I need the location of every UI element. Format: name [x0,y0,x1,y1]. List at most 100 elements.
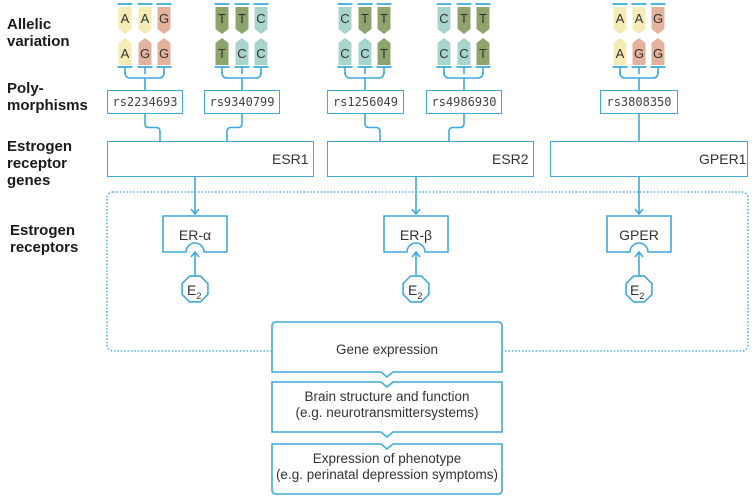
nucleotide-letter: T [380,46,388,61]
nucleotide-letter: A [615,46,625,61]
nucleotide-letter: A [120,11,130,26]
polymorphism-rs9340799: rs9340799 [204,90,280,114]
nucleotide-tile-C [338,7,352,34]
label-line: Estrogen [10,222,76,239]
rs1256049-to-esr2 [364,114,381,141]
e2-ligand-2-arrow-head [411,250,421,258]
nucleotide-letter: C [256,46,266,61]
row-label-allelic-variation: Allelic variation [7,16,70,50]
nucleotide-letter: G [652,11,664,26]
nucleotide-letter: T [380,11,388,26]
gper1-to-gper-arrow-head [634,208,644,216]
nucleotide-tile-T [377,7,391,34]
nucleotide-tile-A [118,38,132,65]
nucleotide-letter: C [459,46,469,61]
nucleotide-tile-T [476,7,490,34]
nucleotide-tile-G [138,38,152,65]
ligand-base: E [187,282,197,298]
receptor-box-er-alpha [162,215,228,253]
nucleotide-tile-T [215,38,229,65]
label-line: Poly- [7,80,44,97]
nucleotide-tile-A [118,7,132,34]
label-line: receptors [10,239,79,256]
esr1-to-er-alpha-arrow-head [190,208,200,216]
polymorphism-rs4986930: rs4986930 [426,90,502,114]
row-label-estrogen-receptors: Estrogen receptors [10,222,78,256]
gene-label-gper1: GPER1 [699,151,747,167]
nucleotide-tile-C [254,7,268,34]
flow-line: (e.g. perinatal depression symptoms) [275,467,499,482]
label-line: genes [7,172,51,189]
row-label-estrogen-receptor-genes: Estrogen receptor genes [7,138,72,189]
flow-gene-expression: Gene expression [335,342,439,357]
e2-ligand-1-octagon [181,275,209,303]
row-label-polymorphisms: Poly- morphisms [7,80,88,114]
nucleotide-tile-G [651,38,665,65]
ligand-sub: 2 [417,290,423,301]
label-line: Estrogen [7,138,73,155]
nucleotide-tile-A [613,7,627,34]
nucleotide-letter: G [158,46,170,61]
polymorphism-rs3808350: rs3808350 [600,90,678,114]
gene-box-esr1: ESR1 [107,141,314,177]
flow-line: Expression of phenotype [312,451,462,466]
nucleotide-letter: T [361,11,369,26]
flow-line: Brain structure and function [304,389,470,404]
rs4986930-to-esr2 [448,114,465,141]
nucleotide-tile-A [632,7,646,34]
nucleotide-letter: A [140,11,150,26]
receptor-box-gper [606,215,672,253]
polymorphism-rs2234693: rs2234693 [107,90,183,114]
e2-ligand-3-octagon [625,275,653,303]
nucleotide-letter: T [479,46,487,61]
label-line: receptor [7,155,68,172]
nucleotide-tile-T [457,7,471,34]
nucleotide-tile-C [437,7,451,34]
gene-box-esr2: ESR2 [327,141,534,177]
ligand-base: E [630,282,640,298]
nucleotide-letter: C [340,46,350,61]
nucleotide-letter: A [615,11,625,26]
receptor-label-gper: GPER [619,227,659,243]
gene-box-gper1: GPER1 [550,141,748,177]
flow-line: (e.g. neurotransmittersystems) [295,405,479,420]
nucleotide-tile-T [235,7,249,34]
nucleotide-tile-C [235,38,249,65]
gene-label-esr2: ESR2 [492,151,529,167]
nucleotide-letter: C [237,46,247,61]
nucleotide-letter: G [139,46,151,61]
nucleotide-tile-C [338,38,352,65]
label-line: Allelic [7,16,52,33]
ligand-sub: 2 [639,290,645,301]
e2-ligand-3-arrow-head [634,250,644,258]
nucleotide-tile-C [437,38,451,65]
ligand-base: E [408,282,418,298]
nucleotide-letter: C [340,11,350,26]
e2-label-1: E2 [187,282,201,301]
nucleotide-tile-A [613,38,627,65]
gene-expression-bg [272,322,502,372]
nucleotide-letter: C [439,46,449,61]
nucleotide-tile-G [632,38,646,65]
e2-ligand-1-arrow-head [190,250,200,258]
nucleotide-letter: G [652,46,664,61]
nucleotide-tile-C [358,38,372,65]
label-line: variation [7,33,70,50]
nucleotide-tile-T [215,7,229,34]
e2-ligand-2-octagon [402,275,430,303]
nucleotide-letter: T [238,11,246,26]
nucleotide-letter: A [634,11,644,26]
nucleotide-letter: A [120,46,130,61]
receptor-label-er-beta: ER-β [399,227,433,243]
nucleotide-letter: T [460,11,468,26]
polymorphism-rs1256049: rs1256049 [327,90,404,114]
nucleotide-tile-C [254,38,268,65]
nucleotide-letter: G [158,11,170,26]
nucleotide-tile-T [476,38,490,65]
nucleotide-tile-A [138,7,152,34]
brain-structure-box [271,381,503,439]
receptor-label-er-alpha: ER-α [178,227,212,243]
label-line: morphisms [7,97,88,114]
nucleotide-tile-G [157,7,171,34]
